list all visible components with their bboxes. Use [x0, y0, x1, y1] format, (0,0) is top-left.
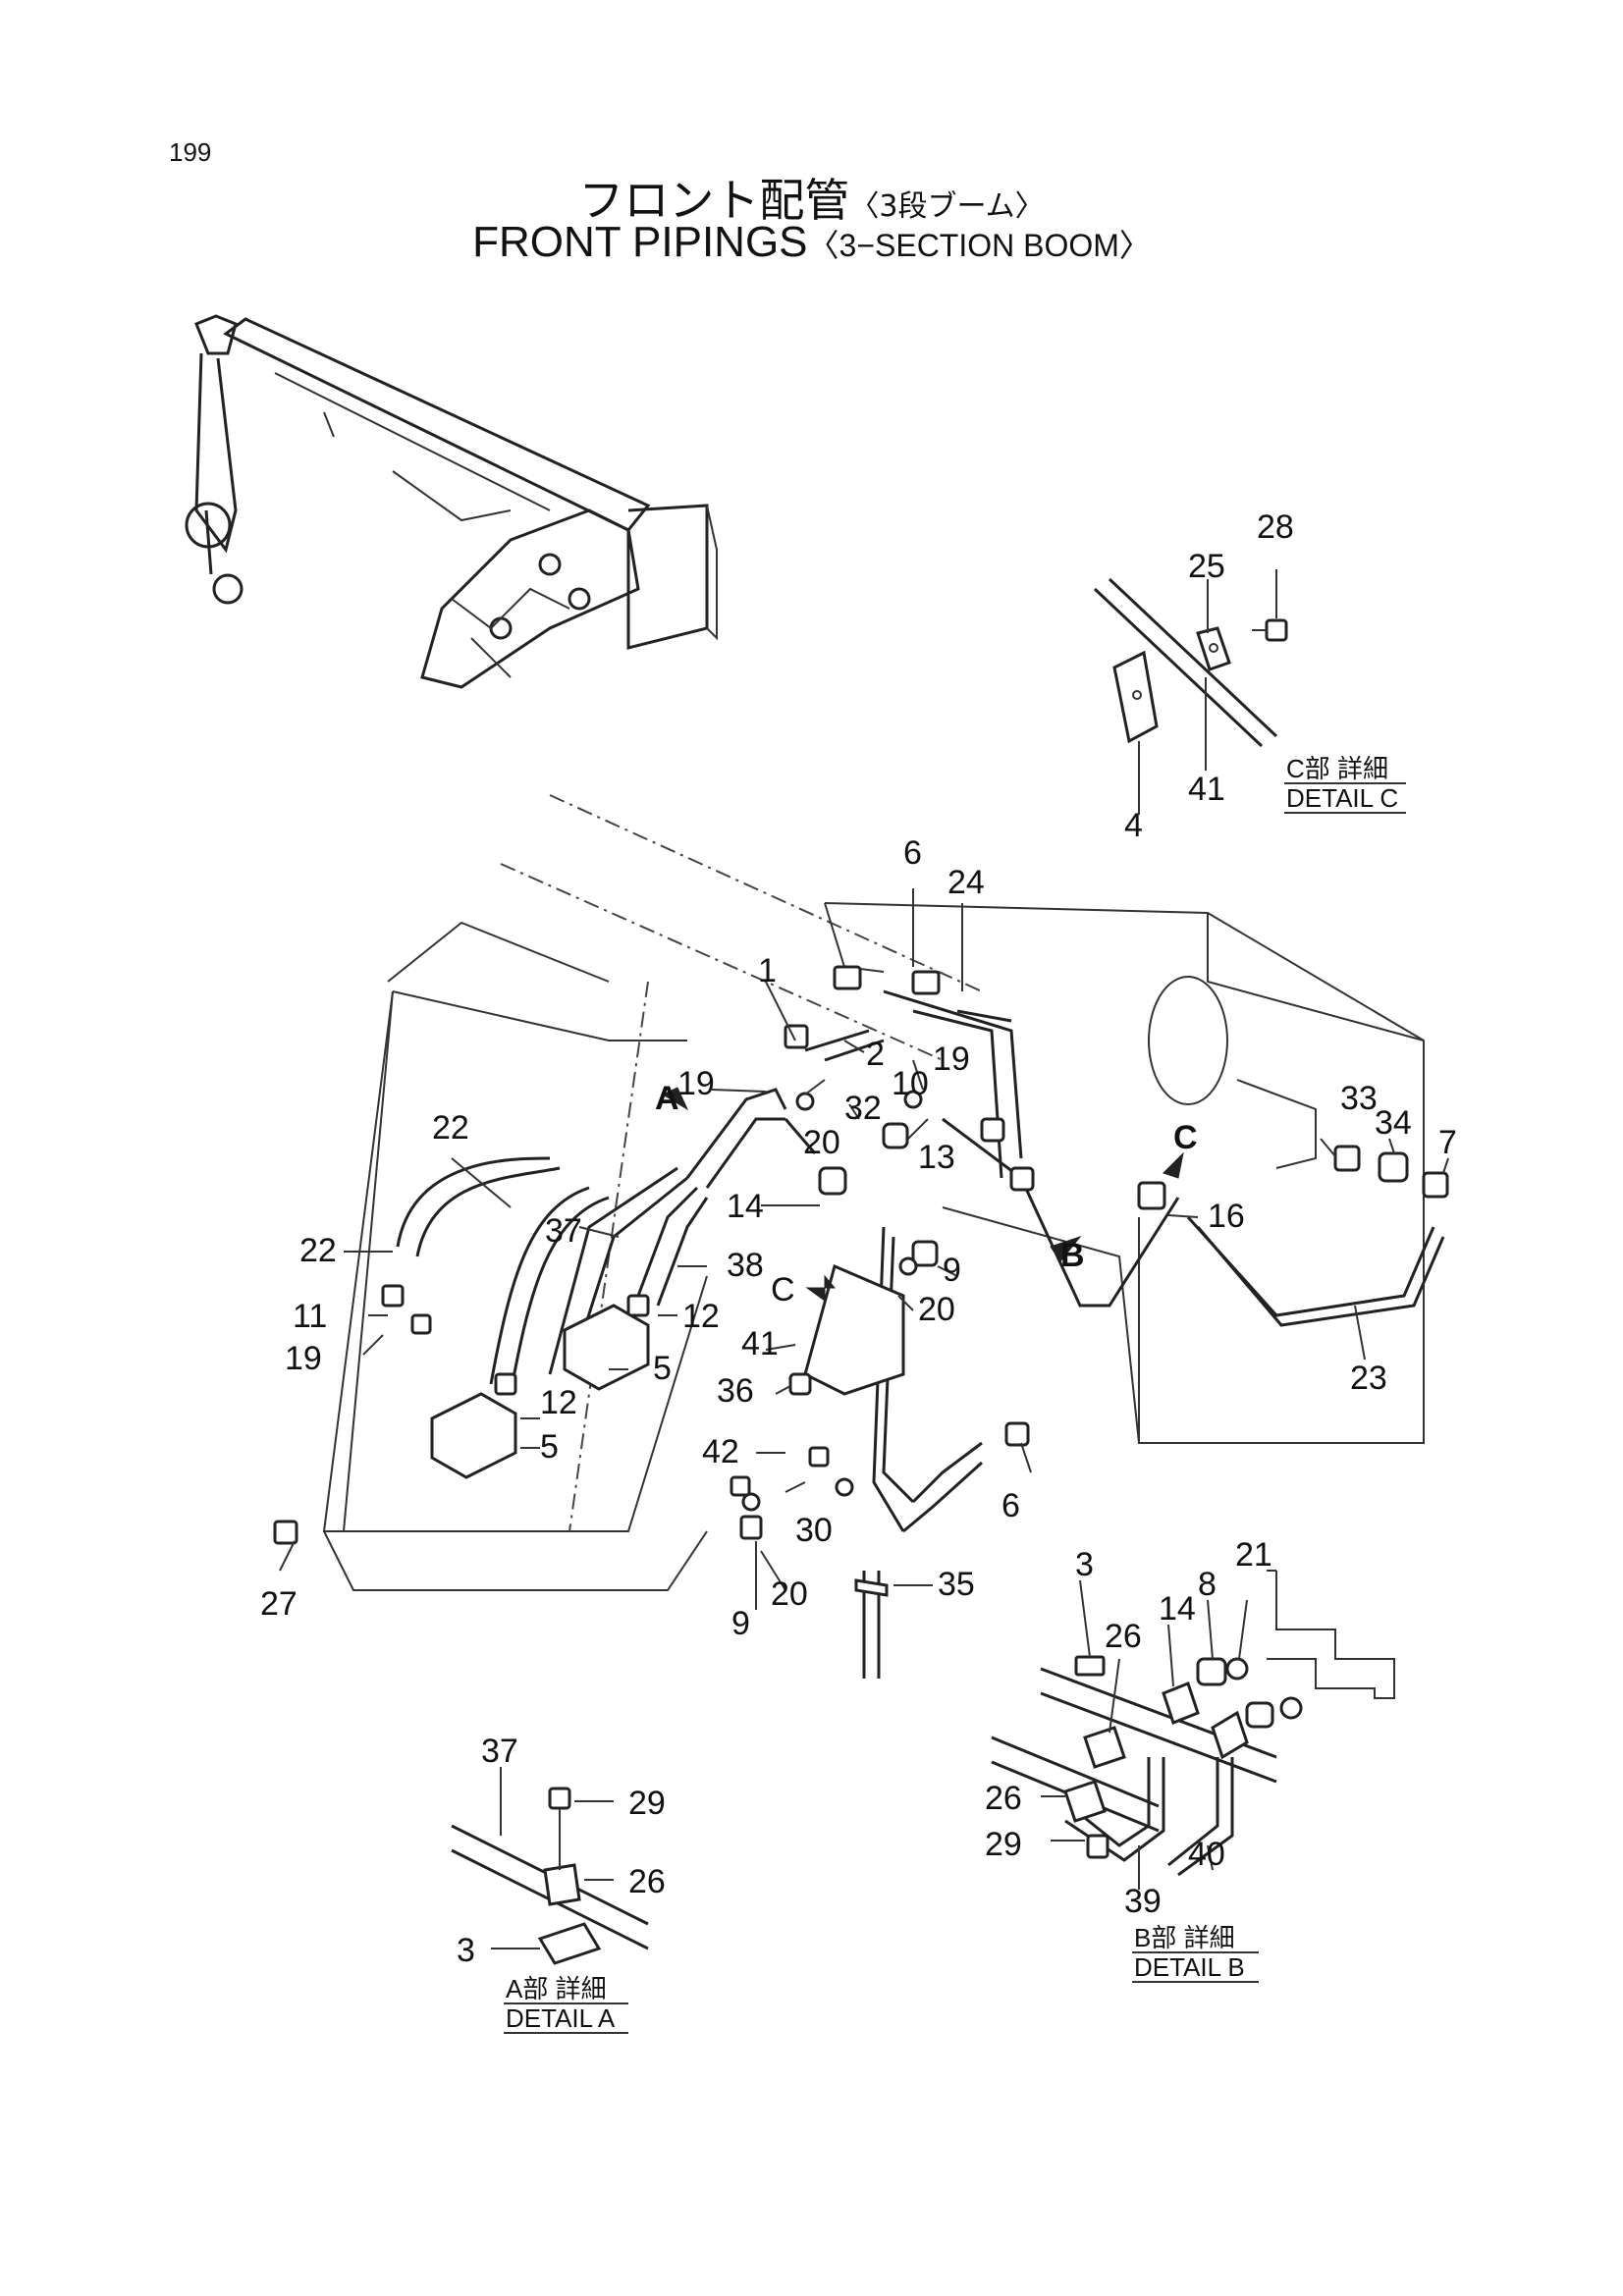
- callout-b-21: 21: [1235, 1536, 1272, 1574]
- callout-35: 35: [938, 1566, 975, 1603]
- arrow-label-c: C: [1173, 1119, 1198, 1156]
- detail-c-en: DETAIL C: [1286, 783, 1398, 813]
- callout-1: 1: [758, 952, 777, 989]
- callout-19-b: 19: [933, 1041, 970, 1078]
- detail-b-en: DETAIL B: [1134, 1952, 1245, 1982]
- callout-27: 27: [260, 1585, 298, 1623]
- callout-16: 16: [1208, 1198, 1245, 1235]
- title-jp-sub: 〈3段ブーム〉: [849, 189, 1045, 224]
- callout-c-41: 41: [1188, 771, 1225, 808]
- callout-9-a: 9: [943, 1252, 961, 1289]
- callout-24: 24: [947, 864, 985, 901]
- callout-b-8: 8: [1198, 1566, 1217, 1603]
- callout-c-25: 25: [1188, 548, 1225, 585]
- detail-c-drawing: 28 25 4 41 C部 詳細 DETAIL C: [1093, 508, 1406, 844]
- callout-a-29: 29: [628, 1785, 666, 1822]
- detail-a-drawing: 37 29 26 3 A部 詳細 DETAIL A: [451, 1733, 666, 2034]
- callout-12-a: 12: [682, 1298, 720, 1335]
- callout-6-bottom: 6: [1001, 1487, 1020, 1524]
- callout-34: 34: [1375, 1104, 1412, 1142]
- callout-a-3: 3: [457, 1932, 475, 1969]
- title-jp-main: フロント配管: [578, 174, 850, 227]
- callout-32: 32: [844, 1090, 882, 1127]
- callout-20-a: 20: [803, 1124, 840, 1161]
- callout-14: 14: [727, 1188, 764, 1225]
- detail-c-jp: C部 詳細: [1286, 754, 1388, 783]
- callout-38: 38: [727, 1247, 764, 1284]
- callout-37: 37: [545, 1212, 582, 1250]
- callout-19-a: 19: [677, 1065, 715, 1102]
- callout-7: 7: [1438, 1124, 1457, 1161]
- arrow-label-a: A: [655, 1080, 679, 1117]
- main-assembly-drawing: [273, 794, 1449, 1679]
- detail-a-jp: A部 詳細: [506, 1974, 607, 2003]
- callout-b-26-bottom: 26: [985, 1780, 1022, 1817]
- arrow-label-b: B: [1060, 1237, 1085, 1274]
- callout-a-26: 26: [628, 1863, 666, 1900]
- detail-a-en: DETAIL A: [506, 2003, 616, 2033]
- callout-b-3: 3: [1075, 1546, 1094, 1583]
- callout-36: 36: [717, 1372, 754, 1410]
- callout-33: 33: [1340, 1080, 1378, 1117]
- callout-c-28: 28: [1257, 508, 1294, 546]
- callout-5-a: 5: [653, 1350, 672, 1387]
- callout-b-14: 14: [1159, 1590, 1196, 1628]
- title-en-sub: 〈3−SECTION BOOM〉: [807, 228, 1151, 263]
- callout-11: 11: [293, 1298, 327, 1335]
- callout-23: 23: [1350, 1360, 1387, 1397]
- callout-30: 30: [795, 1512, 833, 1549]
- callout-a-37: 37: [481, 1733, 518, 1770]
- callout-b-39: 39: [1124, 1883, 1162, 1920]
- title-en-main: FRONT PIPINGS: [472, 218, 808, 266]
- callout-b-26-top: 26: [1105, 1618, 1142, 1655]
- callout-10: 10: [892, 1065, 929, 1102]
- callout-b-40: 40: [1188, 1836, 1225, 1873]
- callout-20-c: 20: [771, 1575, 808, 1613]
- callout-19-c: 19: [285, 1340, 322, 1377]
- callout-6-top: 6: [903, 834, 922, 872]
- title-english: FRONT PIPINGS〈3−SECTION BOOM〉: [0, 218, 1623, 267]
- callout-42: 42: [702, 1433, 739, 1470]
- overview-crane-drawing: [185, 314, 718, 689]
- callout-22-a: 22: [432, 1109, 469, 1147]
- page-number: 199: [169, 137, 212, 167]
- title-japanese: フロント配管〈3段ブーム〉: [0, 165, 1623, 230]
- callout-12-b: 12: [540, 1384, 577, 1421]
- callout-13: 13: [918, 1139, 955, 1176]
- callout-22-b: 22: [299, 1232, 337, 1269]
- callout-20-b: 20: [918, 1291, 955, 1328]
- callout-c-4: 4: [1124, 807, 1143, 844]
- detail-b-jp: B部 詳細: [1134, 1923, 1235, 1952]
- callout-b-29: 29: [985, 1826, 1022, 1863]
- callout-5-b: 5: [540, 1428, 559, 1466]
- callout-9-b: 9: [731, 1605, 750, 1642]
- arrow-label-c-left: C: [771, 1271, 795, 1308]
- detail-b-drawing: 3 26 14 8 21 26 29 39 40 B部 詳細 DETAIL B: [985, 1536, 1395, 1983]
- main-callouts: 6 24 1 2 19 32 10 19 20 13 14 22 37 38 2…: [260, 834, 1457, 1642]
- callout-2: 2: [866, 1036, 885, 1073]
- callout-41: 41: [741, 1325, 779, 1362]
